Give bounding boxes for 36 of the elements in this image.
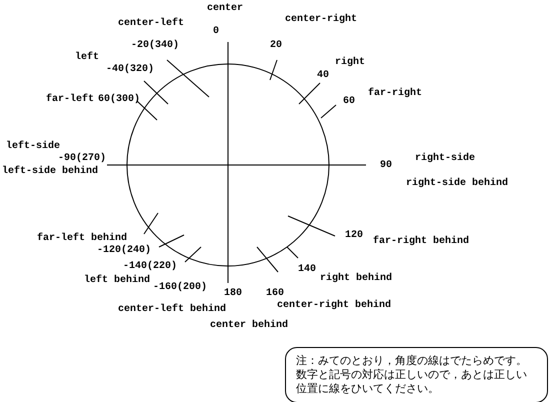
- angle-label: right behind: [320, 273, 392, 284]
- note-text: 注：みてのとおり，角度の線はでたらめです。数字と記号の対応は正しいので，あとは正しい位置に線をひいてください。: [296, 354, 528, 396]
- angle-label: 60: [343, 96, 356, 107]
- angle-label: far-right: [368, 88, 422, 99]
- angle-label: right-side: [415, 153, 476, 164]
- angle-label: far-left: [46, 94, 94, 105]
- angle-label: -90(270): [58, 153, 106, 164]
- angle-label: -160(200): [153, 282, 208, 293]
- angle-label: 180: [224, 288, 242, 299]
- angle-label: far-right behind: [373, 236, 470, 247]
- note-box: [285, 347, 548, 402]
- angle-label: center-left: [118, 18, 184, 29]
- angle-label: 60(300): [98, 94, 140, 105]
- angle-label: -140(220): [123, 261, 178, 272]
- angle-label: left-side behind: [2, 166, 98, 177]
- angle-label: left behind: [84, 275, 150, 286]
- angle-label: right-side behind: [406, 178, 508, 189]
- angle-label: left-side: [6, 141, 60, 152]
- angle-label: 90: [380, 160, 392, 171]
- angle-label: center-right behind: [277, 300, 392, 311]
- angle-label: 40: [317, 70, 330, 81]
- angle-label: 160: [266, 288, 284, 299]
- angle-label: -20(340): [131, 40, 180, 51]
- angle-label: -40(320): [106, 64, 154, 75]
- angle-label: center behind: [210, 320, 288, 331]
- angle-label: -120(240): [97, 245, 152, 256]
- angle-label: left: [75, 52, 100, 63]
- angle-label: center: [207, 3, 244, 14]
- angle-label: right: [335, 57, 366, 68]
- angle-label: 0: [213, 26, 220, 37]
- angle-label: far-left behind: [37, 233, 128, 244]
- angle-label: 140: [298, 264, 316, 275]
- angle-label: 120: [345, 230, 364, 241]
- angle-label: center-right: [285, 14, 358, 25]
- angle-label: 20: [270, 40, 282, 51]
- angle-label: center-left behind: [118, 304, 226, 315]
